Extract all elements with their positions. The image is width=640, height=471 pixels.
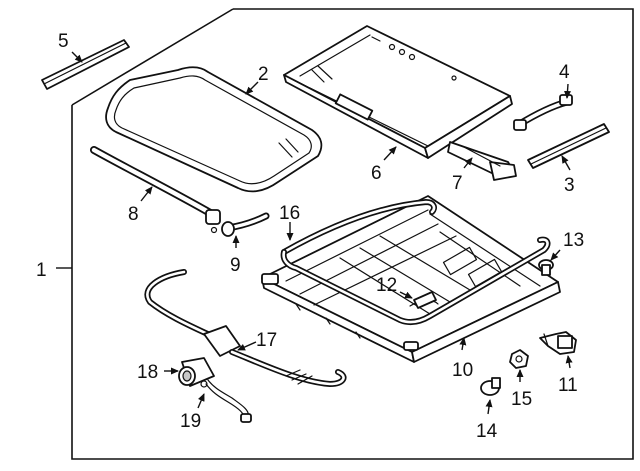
assembly-boundary-diagonal: [71, 8, 234, 106]
leader-6: [383, 146, 397, 161]
leader-10: [459, 337, 467, 351]
callout-13: 13: [563, 230, 584, 251]
leader-7: [463, 157, 473, 169]
part-7-guide-bracket: [447, 141, 517, 181]
callout-2: 2: [258, 64, 269, 85]
part-12-drive-cable: [409, 291, 439, 309]
callout-3: 3: [564, 175, 575, 196]
callout-12: 12: [376, 275, 397, 296]
leader-19: [197, 393, 205, 409]
callout-4: 4: [559, 62, 570, 83]
callout-9: 9: [230, 255, 241, 276]
callout-numbers: 1 2 3 4 5 6 7 8 9 10 11 12 13 14 15 16 1…: [36, 31, 584, 442]
part-10-housing-frame: [261, 195, 561, 363]
part-19-motor-wire: [200, 379, 252, 423]
callout-6: 6: [371, 163, 382, 184]
leader-14: [485, 399, 493, 415]
leader-11: [565, 355, 573, 369]
part-6-sunshade: [283, 25, 513, 159]
callout-19: 19: [180, 411, 201, 432]
leader-13: [550, 249, 561, 261]
part-14-push-pin: [480, 377, 501, 396]
part-13-fastener: [538, 259, 554, 276]
part-9-hose-clip: [221, 212, 270, 237]
callout-15: 15: [511, 389, 532, 410]
callout-11: 11: [558, 375, 578, 396]
leader-5: [71, 51, 83, 63]
leader-4: [564, 83, 571, 99]
part-4-rail-connector: [513, 94, 573, 131]
leader-lines: [56, 51, 573, 415]
part-16-weatherstrip: [280, 199, 551, 326]
part-15-nut: [509, 349, 529, 369]
callout-14: 14: [476, 421, 498, 442]
callout-17: 17: [256, 330, 277, 351]
part-17-harness: [144, 269, 347, 387]
assembly-boundary: [71, 8, 634, 460]
callout-7: 7: [452, 173, 463, 194]
leader-8: [140, 186, 153, 202]
callout-5: 5: [58, 31, 69, 52]
part-11-bracket-clip: [539, 331, 577, 355]
part-3-side-strip: [527, 123, 610, 169]
leader-12: [399, 291, 413, 299]
callout-1: 1: [36, 260, 47, 281]
leader-3: [561, 155, 571, 171]
part-2-glass-panel: [105, 66, 323, 193]
callout-18: 18: [137, 362, 158, 383]
callout-8: 8: [128, 204, 139, 225]
callout-16: 16: [279, 203, 300, 224]
part-8-drain-hose: [90, 146, 221, 234]
callout-10: 10: [452, 360, 473, 381]
leader-2: [245, 81, 259, 95]
part-5-deflector-strip: [41, 39, 130, 90]
leader-17: [237, 341, 257, 351]
part-18-motor: [178, 357, 215, 387]
